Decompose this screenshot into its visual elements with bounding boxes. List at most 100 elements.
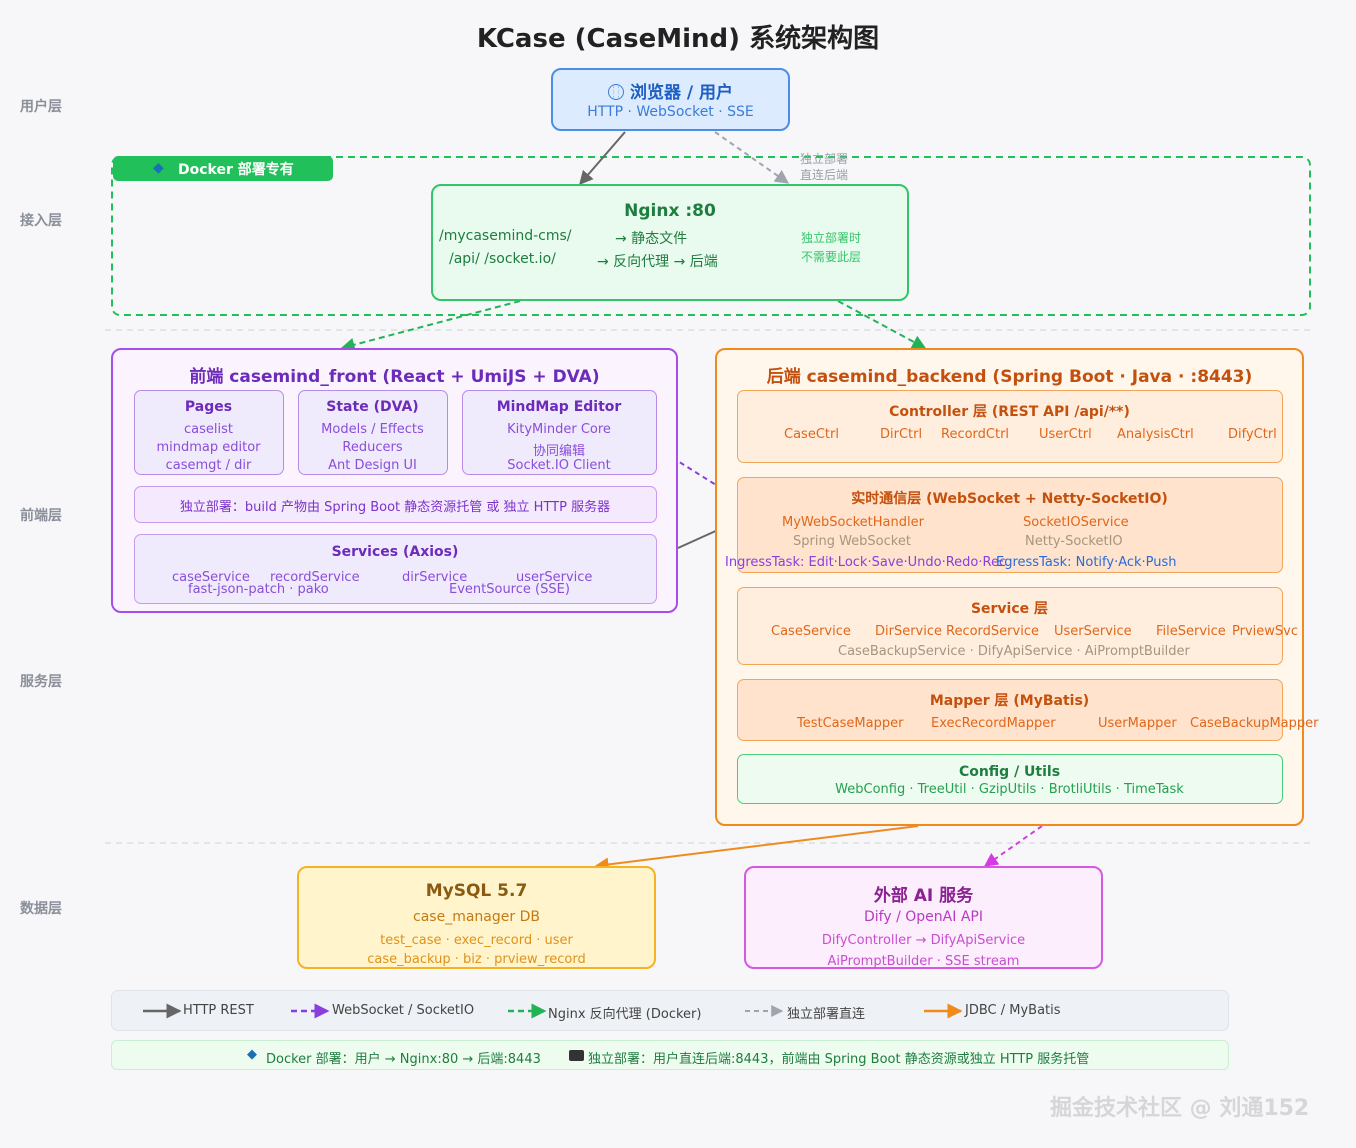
mapper-item: ExecRecordMapper xyxy=(931,716,1056,731)
docker-tag: ◆ Docker 部署专有 xyxy=(113,156,333,181)
arrow-nginx-frontend xyxy=(340,300,521,352)
mindmap-line: Socket.IO Client xyxy=(507,458,611,473)
service-item: caseService xyxy=(172,570,250,585)
browser-subtitle: HTTP · WebSocket · SSE xyxy=(587,104,754,120)
mapper-item: TestCaseMapper xyxy=(797,716,904,731)
layer-label-user: 用户层 xyxy=(20,99,62,115)
realtime-title: 实时通信层 (WebSocket + Netty-SocketIO) xyxy=(851,491,1168,507)
arrow-browser-direct xyxy=(714,131,790,184)
config-utils-box: Config / Utils WebConfig · TreeUtil · Gz… xyxy=(737,754,1283,804)
mysql-node: MySQL 5.7 case_manager DB test_case · ex… xyxy=(297,866,656,969)
state-line: Ant Design UI xyxy=(328,458,417,473)
state-line: Models / Effects xyxy=(321,422,424,437)
footer-docker-text: Docker 部署：用户 → Nginx:80 → 后端:8443 xyxy=(266,1052,541,1067)
state-line: Reducers xyxy=(342,440,403,455)
mindmap-title: MindMap Editor xyxy=(496,399,622,415)
globe-icon xyxy=(607,84,624,100)
legend: HTTP REST WebSocket / SocketIO Nginx 反向代… xyxy=(111,990,1229,1031)
mysql-tables-2: case_backup · biz · prview_record xyxy=(367,952,586,967)
config-line: WebConfig · TreeUtil · GzipUtils · Brotl… xyxy=(835,782,1184,797)
service-title: Service 层 xyxy=(970,601,1049,617)
ai-line-2: AiPromptBuilder · SSE stream xyxy=(827,954,1020,969)
legend-label: JDBC / MyBatis xyxy=(965,1003,1061,1018)
backend-container: 后端 casemind_backend (Spring Boot · Java … xyxy=(715,348,1319,826)
whale-icon: ◆ xyxy=(153,160,164,176)
mindmap-editor-box: MindMap Editor KityMinder Core 协同编辑 Sock… xyxy=(462,390,657,475)
mapper-layer: Mapper 层 (MyBatis) TestCaseMapper ExecRe… xyxy=(737,679,1319,741)
realtime-layer: 实时通信层 (WebSocket + Netty-SocketIO) MyWeb… xyxy=(725,477,1283,573)
standalone-deploy-note: 独立部署：build 产物由 Spring Boot 静态资源托管 或 独立 H… xyxy=(134,486,657,523)
direct-note-line: 直连后端 xyxy=(800,168,849,182)
legend-label: Nginx 反向代理 (Docker) xyxy=(548,1007,702,1022)
nginx-route1-path: /mycasemind-cms/ xyxy=(439,228,572,244)
egress-task: EgressTask: Notify·Ack·Push xyxy=(996,555,1177,570)
nginx-route2-path: /api/ /socket.io/ xyxy=(449,251,556,267)
arrow-browser-nginx xyxy=(579,131,626,186)
config-title: Config / Utils xyxy=(958,764,1061,780)
arrow-backend-mysql xyxy=(594,825,919,872)
socketio-service-sub: Netty-SocketIO xyxy=(1025,534,1123,549)
controller-item: CaseCtrl xyxy=(784,427,839,442)
docker-label: Docker 部署专有 xyxy=(178,162,294,178)
layer-label-service: 服务层 xyxy=(20,674,62,690)
controller-item: RecordCtrl xyxy=(941,427,1010,442)
services-box: Services (Axios) caseService recordServi… xyxy=(134,534,657,604)
websocket-handler-sub: Spring WebSocket xyxy=(793,534,911,549)
layer-label-frontend: 前端层 xyxy=(20,508,62,524)
legend-label: HTTP REST xyxy=(183,1003,254,1018)
pages-title: Pages xyxy=(184,399,233,415)
mysql-title: MySQL 5.7 xyxy=(425,881,528,901)
service-layer: Service 层 CaseService DirService RecordS… xyxy=(737,587,1298,665)
frontend-title: 前端 casemind_front (React + UmiJS + DVA) xyxy=(189,367,600,387)
service-item: recordService xyxy=(270,570,360,585)
service-sse: EventSource (SSE) xyxy=(449,582,570,597)
footer-standalone-text: 独立部署：用户直连后端:8443，前端由 Spring Boot 静态资源或独立… xyxy=(588,1052,1090,1067)
mapper-item: UserMapper xyxy=(1098,716,1177,731)
frontend-container: 前端 casemind_front (React + UmiJS + DVA) … xyxy=(111,348,678,613)
nginx-route1-target: → 静态文件 xyxy=(615,231,688,247)
service-item: dirService xyxy=(402,570,468,585)
controller-item: UserCtrl xyxy=(1039,427,1092,442)
mapper-title: Mapper 层 (MyBatis) xyxy=(929,693,1090,709)
browser-title: 浏览器 / 用户 xyxy=(629,83,734,103)
services-title: Services (Axios) xyxy=(331,544,459,560)
service-libs: fast-json-patch · pako xyxy=(188,582,329,597)
service-layer-item: DirService xyxy=(875,624,943,639)
browser-node: 浏览器 / 用户 HTTP · WebSocket · SSE xyxy=(551,68,790,131)
pages-line: casemgt / dir xyxy=(165,458,252,473)
controller-item: DifyCtrl xyxy=(1228,427,1277,442)
direct-note-line: 独立部署 xyxy=(800,152,849,166)
standalone-deploy-text: 独立部署：build 产物由 Spring Boot 静态资源托管 或 独立 H… xyxy=(179,500,611,515)
deployment-footer: ◆ Docker 部署：用户 → Nginx:80 → 后端:8443 独立部署… xyxy=(111,1040,1229,1070)
service-layer-item: PrviewSvc xyxy=(1232,624,1298,639)
ai-service-node: 外部 AI 服务 Dify / OpenAI API DifyControlle… xyxy=(744,866,1103,969)
service-item: userService xyxy=(516,570,593,585)
nginx-note-line: 不需要此层 xyxy=(801,250,862,264)
legend-label: 独立部署直连 xyxy=(787,1007,866,1022)
service-layer-item: FileService xyxy=(1156,624,1226,639)
controller-item: AnalysisCtrl xyxy=(1117,427,1194,442)
arrow-backend-ai xyxy=(983,825,1043,867)
ai-subtitle: Dify / OpenAI API xyxy=(864,909,983,925)
state-title: State (DVA) xyxy=(326,399,419,415)
service-layer-extra: CaseBackupService · DifyApiService · AiP… xyxy=(838,644,1190,659)
legend-swatches xyxy=(143,1003,963,1019)
layer-label-data: 数据层 xyxy=(20,901,62,917)
laptop-icon xyxy=(569,1050,584,1061)
diagram-title: KCase (CaseMind) 系统架构图 xyxy=(476,24,880,54)
websocket-handler: MyWebSocketHandler xyxy=(782,515,924,530)
pages-box: Pages caselist mindmap editor casemgt / … xyxy=(134,390,284,475)
nginx-node: Nginx :80 /mycasemind-cms/ → 静态文件 /api/ … xyxy=(431,184,909,301)
docker-region xyxy=(111,156,1311,316)
socketio-service: SocketIOService xyxy=(1023,515,1129,530)
whale-icon: ◆ xyxy=(247,1047,257,1062)
legend-label: WebSocket / SocketIO xyxy=(332,1003,475,1018)
mapper-item: CaseBackupMapper xyxy=(1190,716,1319,731)
controller-layer: Controller 层 (REST API /api/**) CaseCtrl… xyxy=(737,390,1283,463)
nginx-route2-target: → 反向代理 → 后端 xyxy=(597,254,718,270)
arrow-nginx-backend xyxy=(837,300,927,349)
mysql-subtitle: case_manager DB xyxy=(413,909,540,925)
pages-line: caselist xyxy=(184,422,233,437)
nginx-note-line: 独立部署时 xyxy=(801,231,862,245)
